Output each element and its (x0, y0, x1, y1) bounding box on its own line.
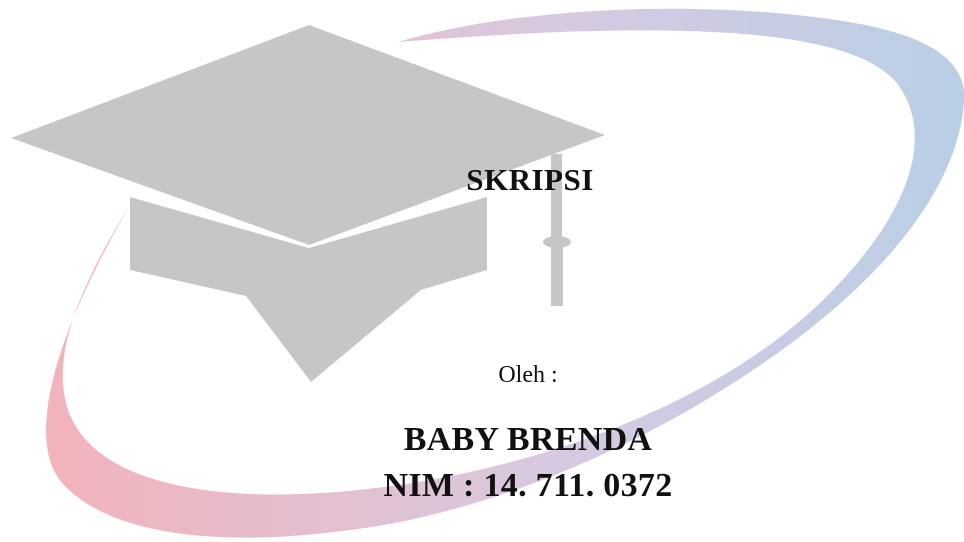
document-title: SKRIPSI (466, 162, 594, 197)
swoosh-arc-icon (46, 8, 964, 538)
graduation-cap-icon (11, 25, 605, 382)
author-label: Oleh : (498, 362, 558, 388)
student-id: NIM : 14. 711. 0372 (383, 467, 673, 504)
author-name: BABY BRENDA (403, 421, 653, 458)
